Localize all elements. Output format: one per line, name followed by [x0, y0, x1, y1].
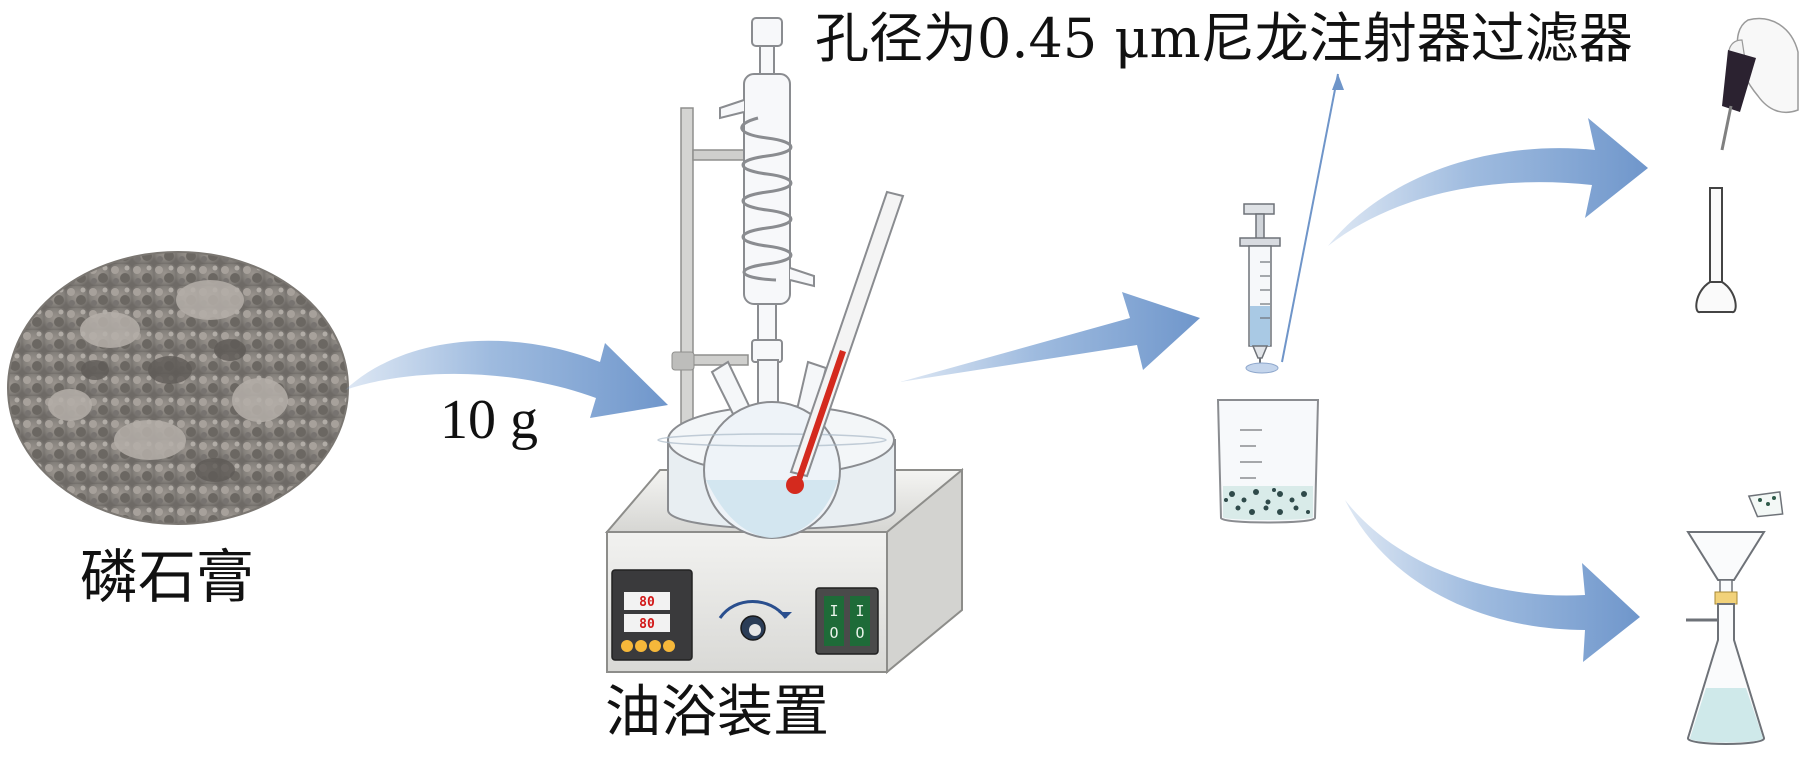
display-top-value: 80: [639, 595, 655, 610]
beaker-with-residue: [1216, 399, 1320, 524]
suction-filtration-setup: [1686, 491, 1784, 745]
arrow-bath-to-syringe: [900, 292, 1200, 382]
svg-text:O: O: [829, 624, 838, 642]
oil-bath-label: 油浴装置: [605, 680, 829, 745]
temperature-display: 80 80: [611, 569, 693, 661]
control-knob[interactable]: [718, 600, 792, 641]
retort-stand: [671, 107, 780, 469]
syringe-with-filter: [1239, 203, 1281, 374]
phosphogypsum-label: 磷石膏: [80, 543, 255, 611]
display-bottom-value: 80: [639, 617, 655, 632]
svg-text:I: I: [829, 602, 838, 620]
filter-pointer-line: [1281, 73, 1339, 363]
power-switch[interactable]: I O I O: [815, 587, 879, 655]
arrow-to-volumetric-flask: [1328, 118, 1648, 246]
arrow-sample-to-bath: [345, 340, 668, 418]
thermometer: [786, 190, 905, 494]
hand-with-pipette: [1720, 17, 1799, 151]
volumetric-flask: [1695, 187, 1737, 313]
reflux-condenser: [719, 17, 815, 363]
syringe-filter-disc: [1245, 362, 1279, 374]
phosphogypsum-sample-image: [7, 251, 349, 525]
arrow-to-suction-filtration: [1345, 500, 1640, 662]
syringe-filter-label: 孔径为0.45 μm尼龙注射器过滤器: [815, 7, 1633, 70]
oil-bath-apparatus: 80 80 I O I O: [604, 190, 964, 675]
svg-text:I: I: [855, 602, 864, 620]
sample-mass-label: 10 g: [440, 389, 538, 451]
svg-text:O: O: [855, 624, 864, 642]
